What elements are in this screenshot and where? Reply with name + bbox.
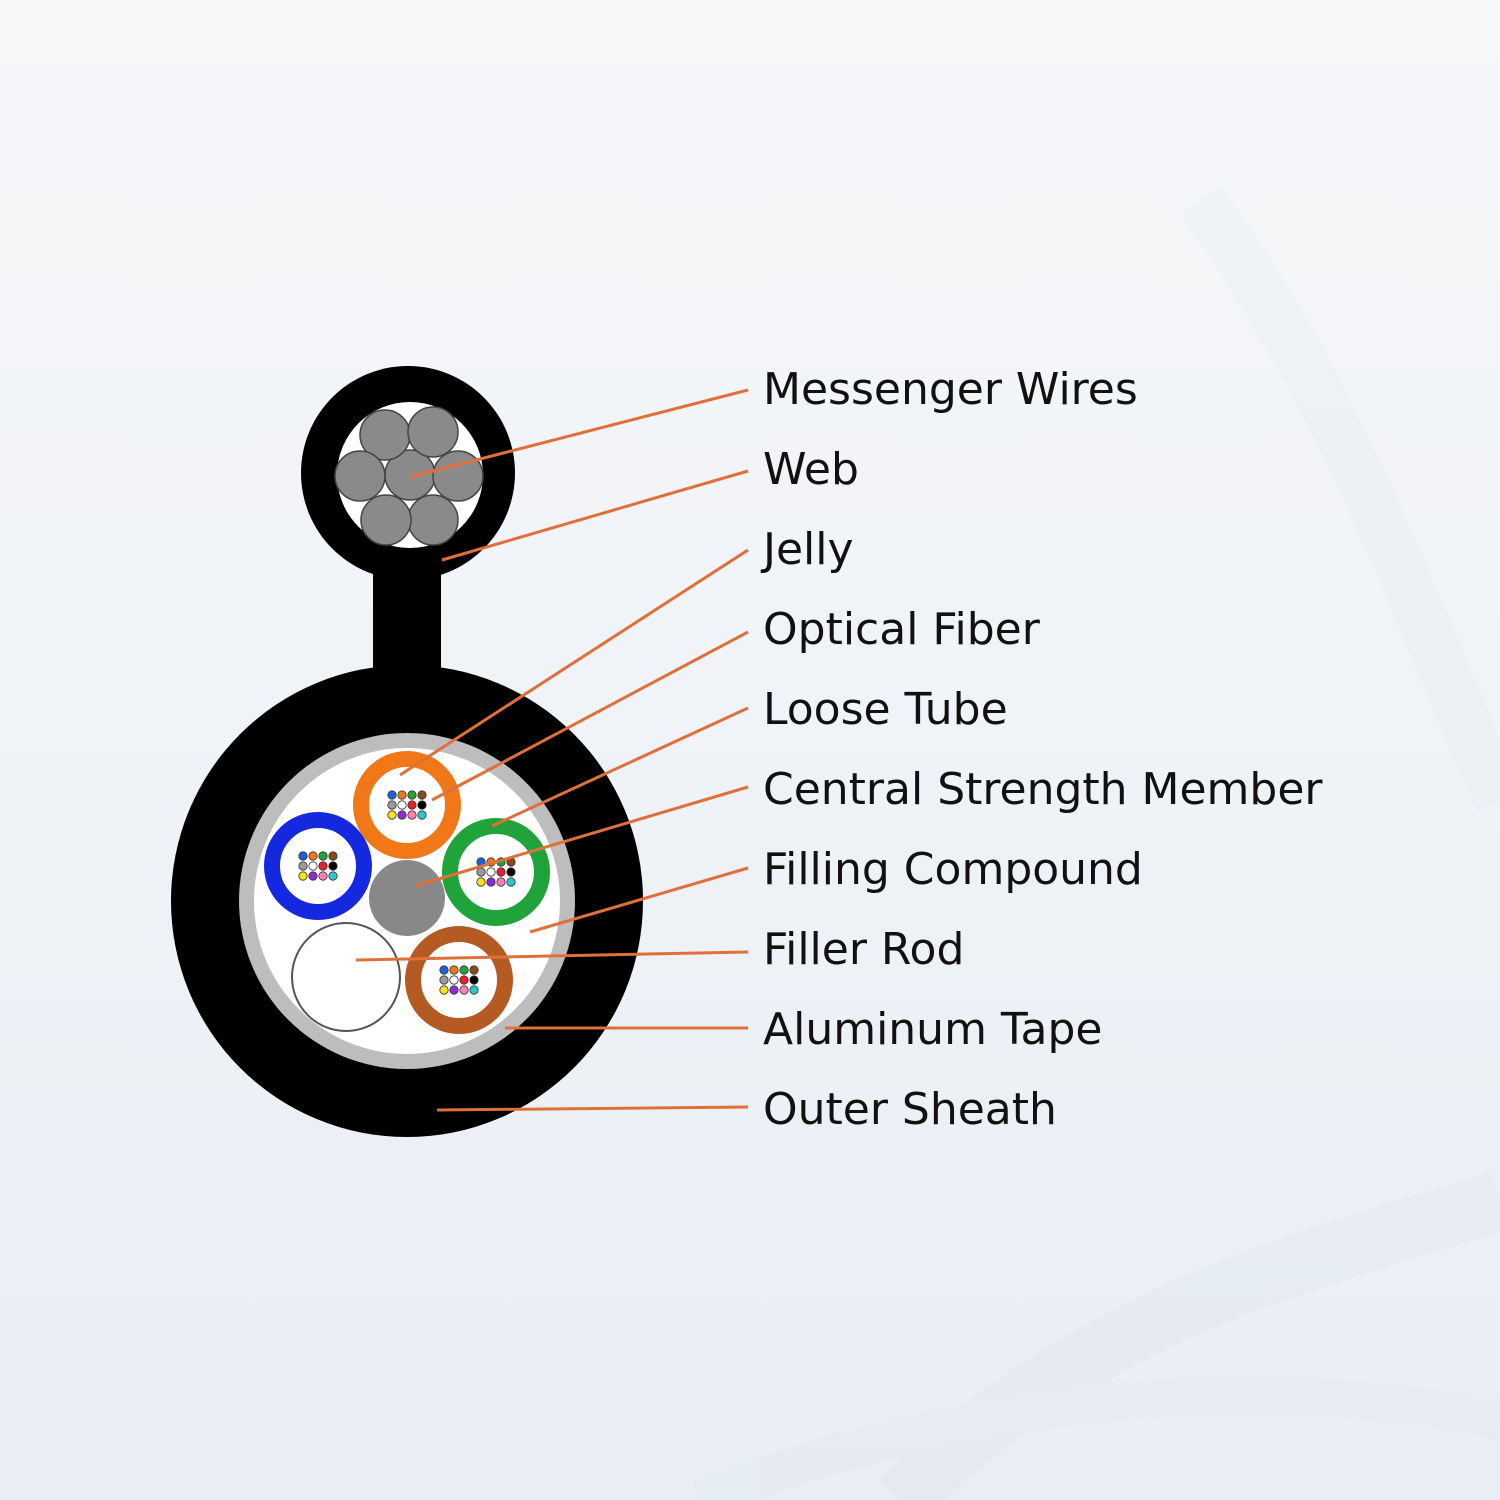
filler-rod (291, 922, 401, 1032)
optical-fiber (387, 800, 397, 810)
leader-lines (355, 388, 749, 1112)
optical-fiber (407, 790, 417, 800)
optical-fiber (449, 985, 459, 995)
loose-tube (264, 812, 372, 920)
label-aluminum-tape: Aluminum Tape (763, 1004, 1103, 1055)
label-optical-fiber: Optical Fiber (763, 604, 1040, 655)
optical-fiber (417, 810, 427, 820)
optical-fiber (308, 871, 318, 881)
optical-fiber (387, 810, 397, 820)
leader-line (441, 469, 749, 562)
optical-fiber (476, 877, 486, 887)
optical-fiber (298, 871, 308, 881)
optical-fiber (298, 851, 308, 861)
optical-fiber (318, 851, 328, 861)
optical-fiber (496, 877, 506, 887)
leader-line (414, 785, 749, 888)
label-central-strength-member: Central Strength Member (763, 764, 1323, 815)
leader-line (436, 1105, 749, 1112)
optical-fiber (397, 790, 407, 800)
optical-fiber (449, 975, 459, 985)
optical-fiber (459, 965, 469, 975)
optical-fiber (506, 867, 516, 877)
background-decoration (692, 185, 1500, 1500)
optical-fiber (308, 861, 318, 871)
messenger-wire-strand (407, 406, 459, 458)
messenger-wire-strand (432, 450, 484, 502)
optical-fiber (439, 975, 449, 985)
optical-fiber (439, 965, 449, 975)
optical-fiber (407, 810, 417, 820)
optical-fiber (469, 975, 479, 985)
optical-fiber (496, 867, 506, 877)
loose-tube (353, 751, 461, 859)
label-loose-tube: Loose Tube (763, 684, 1008, 735)
optical-fiber (417, 790, 427, 800)
label-outer-sheath: Outer Sheath (763, 1084, 1057, 1135)
optical-fiber (486, 867, 496, 877)
messenger-wires (334, 406, 484, 546)
leader-line (399, 548, 749, 777)
optical-fiber (417, 800, 427, 810)
optical-fiber (407, 800, 417, 810)
optical-fiber (308, 851, 318, 861)
optical-fiber (459, 985, 469, 995)
leader-line (491, 706, 749, 828)
optical-fiber (318, 871, 328, 881)
label-jelly: Jelly (763, 524, 854, 575)
optical-fiber (328, 871, 338, 881)
optical-fiber (439, 985, 449, 995)
optical-fiber (328, 851, 338, 861)
optical-fiber (318, 861, 328, 871)
label-web: Web (763, 444, 859, 495)
leader-line (409, 388, 749, 479)
leader-line (529, 866, 749, 934)
loose-tube (405, 926, 513, 1034)
optical-fiber (459, 975, 469, 985)
leader-line (355, 950, 749, 962)
optical-fiber (397, 800, 407, 810)
loose-tube (442, 818, 550, 926)
messenger-wire-strand (407, 494, 459, 546)
central-strength-member (369, 860, 445, 936)
optical-fiber (328, 861, 338, 871)
optical-fiber (387, 790, 397, 800)
label-filler-rod: Filler Rod (763, 924, 965, 975)
optical-fiber (449, 965, 459, 975)
leader-line (431, 630, 749, 802)
optical-fiber (298, 861, 308, 871)
optical-fiber (469, 985, 479, 995)
optical-fiber (397, 810, 407, 820)
messenger-wire-strand (334, 450, 386, 502)
optical-fiber (469, 965, 479, 975)
label-filling-compound: Filling Compound (763, 844, 1143, 895)
optical-fiber (476, 867, 486, 877)
label-messenger-wires: Messenger Wires (763, 364, 1138, 415)
optical-fiber (506, 877, 516, 887)
optical-fiber (486, 877, 496, 887)
messenger-wire-strand (360, 494, 412, 546)
